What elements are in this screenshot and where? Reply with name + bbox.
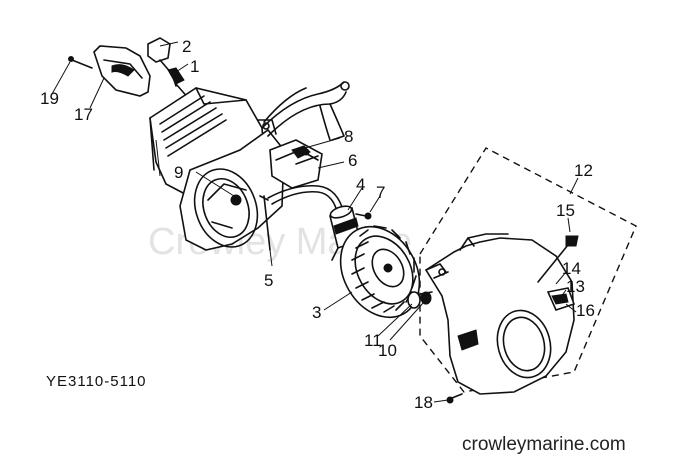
website-label: crowleymarine.com [462, 434, 626, 455]
callout-5: 5 [264, 271, 273, 290]
callout-17: 17 [74, 105, 93, 124]
callout-13: 13 [566, 277, 585, 296]
spark-plug-1-2-drawing [147, 37, 191, 101]
stud-5-drawing [259, 195, 271, 251]
callout-2: 2 [182, 37, 191, 56]
callout-10: 10 [378, 341, 397, 360]
callout-19: 19 [40, 89, 59, 108]
ignition-module-6-8-drawing [269, 139, 323, 189]
callout-15: 15 [556, 201, 575, 220]
leader-lines [51, 41, 579, 403]
callout-16: 16 [576, 301, 595, 320]
blower-housing-assembly-boundary [419, 147, 637, 393]
blower-housing-13-drawing [424, 233, 576, 395]
callout-labels: 2 1 19 17 9 8 6 4 7 5 3 11 10 12 15 14 1… [40, 37, 595, 412]
engine-block-drawing [149, 87, 285, 251]
callout-3: 3 [312, 303, 321, 322]
callout-18: 18 [414, 393, 433, 412]
callout-14: 14 [562, 259, 581, 278]
callout-9: 9 [174, 163, 183, 182]
callout-11: 11 [364, 331, 382, 350]
callout-12: 12 [574, 161, 593, 180]
bolt-15-drawing [537, 235, 579, 283]
flywheel-3-drawing [339, 225, 421, 319]
washer-11-nut-10-drawing [407, 291, 433, 309]
wiring-harness-drawing [261, 81, 350, 141]
callout-4: 4 [356, 175, 365, 194]
screw-18-drawing [446, 393, 463, 404]
callout-6: 6 [348, 151, 357, 170]
screw-19-drawing [68, 56, 93, 69]
callout-8: 8 [344, 127, 353, 146]
screw-7-drawing [355, 212, 372, 220]
part-code-label: YE3110-5110 [46, 373, 147, 390]
callout-1: 1 [190, 57, 199, 76]
spark-plug-cap-17-drawing [93, 45, 151, 97]
coil-lead-wire-drawing [267, 184, 345, 217]
callout-7: 7 [376, 183, 385, 202]
